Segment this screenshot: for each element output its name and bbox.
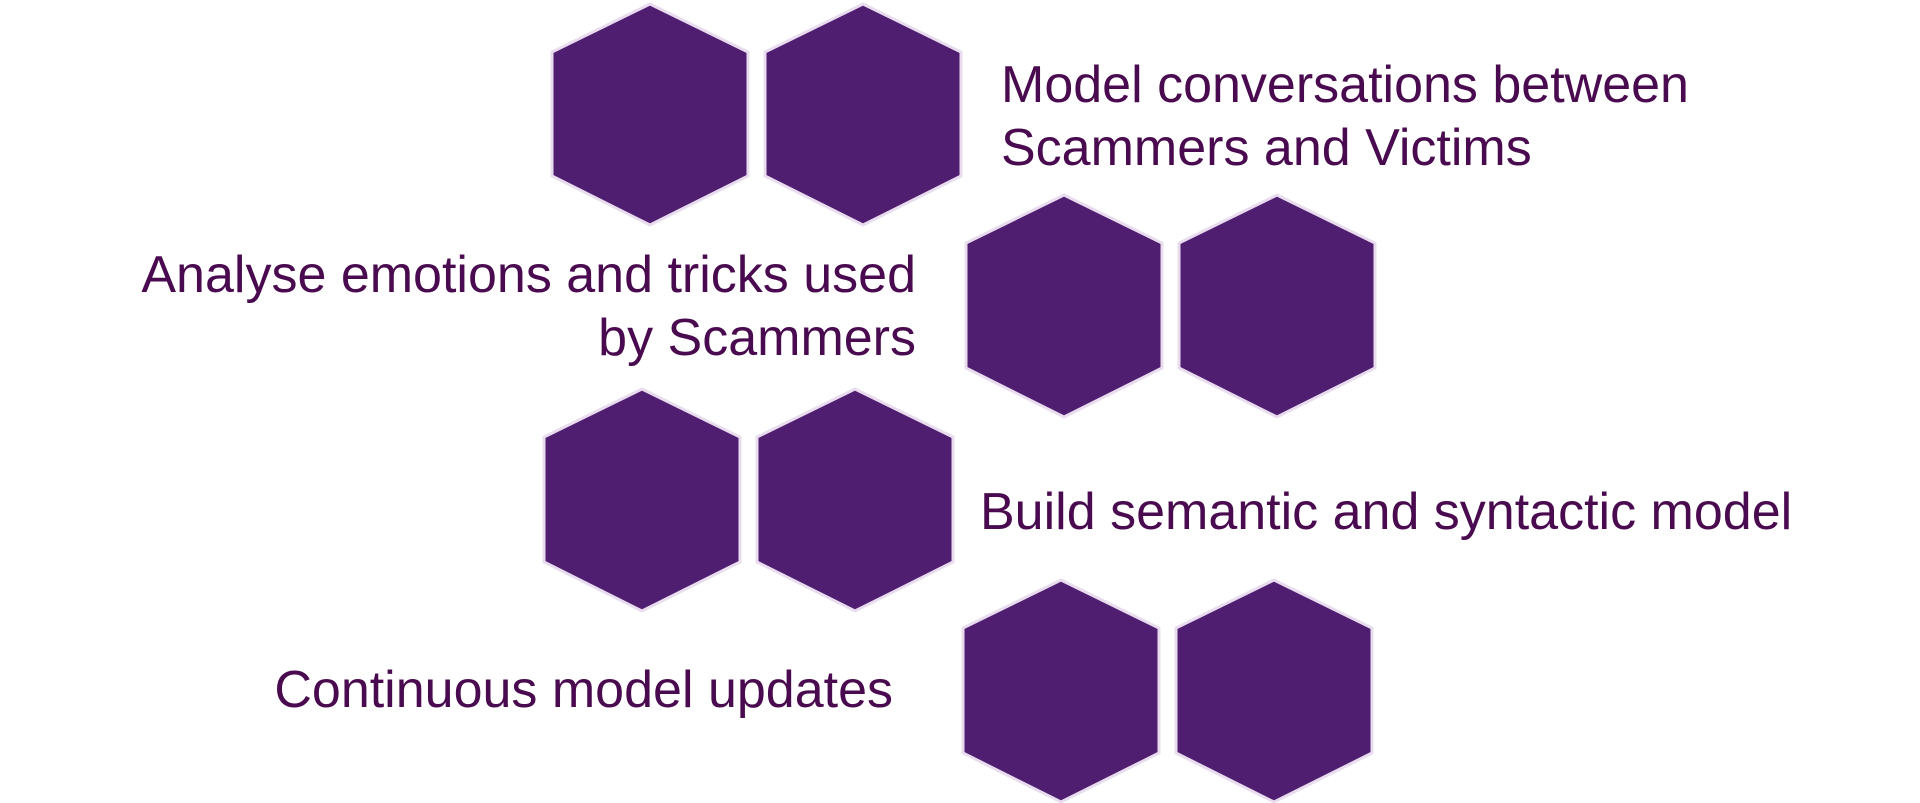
step-label-line: by Scammers xyxy=(598,309,916,367)
hexagon-step-3-right xyxy=(755,387,955,613)
step-label-line: Continuous model updates xyxy=(274,661,893,719)
step-label-line: Analyse emotions and tricks used xyxy=(141,246,916,304)
hexagon-step-1-right xyxy=(763,2,963,227)
hexagon-step-4-right xyxy=(1174,578,1374,803)
step-label-line: Build semantic and syntactic model xyxy=(980,483,1793,541)
step-label-line: Model conversations between xyxy=(1001,56,1689,114)
hexagon-step-2-right xyxy=(1177,193,1377,419)
step-label-analyse-emotions: Analyse emotions and tricks used by Scam… xyxy=(141,244,916,370)
hexagon-step-3-left xyxy=(542,387,742,613)
hexagon-step-1-left xyxy=(550,2,750,227)
step-label-model-conversations: Model conversations between Scammers and… xyxy=(1001,54,1689,180)
hexagon-step-4-left xyxy=(961,578,1161,803)
step-label-continuous-updates: Continuous model updates xyxy=(274,659,893,722)
step-label-build-model: Build semantic and syntactic model xyxy=(980,481,1792,544)
hexagon-step-2-left xyxy=(964,193,1164,419)
step-label-line: Scammers and Victims xyxy=(1001,119,1532,177)
